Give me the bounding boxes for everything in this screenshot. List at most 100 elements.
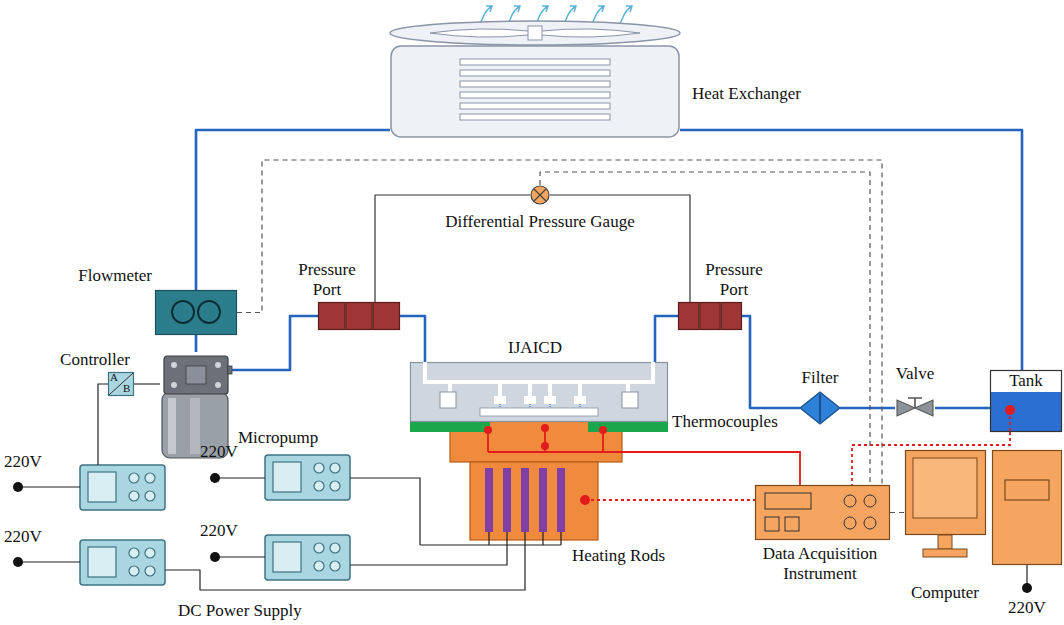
flowmeter-part <box>198 301 220 323</box>
power-supply-face <box>129 491 139 501</box>
valve-symbol: Valve <box>895 396 935 420</box>
micropump-part <box>168 398 176 454</box>
power-supply-face <box>145 566 155 576</box>
coolant-pipe <box>400 316 425 362</box>
flowmeter-part <box>172 301 194 323</box>
power-supply-face <box>314 561 324 571</box>
data-acquisition-part <box>765 517 779 531</box>
cooling-fan <box>390 21 680 45</box>
heat-exchanger: Heat Exchanger <box>390 45 680 138</box>
mains-terminal <box>13 557 23 567</box>
thermocouple-wire-dotted <box>585 499 755 501</box>
component-label: Controller <box>50 350 140 370</box>
cooling-device-part <box>494 396 506 404</box>
thermocouple-junction <box>484 426 492 434</box>
data-acquisition-part <box>864 495 876 507</box>
cooling-device-part <box>440 392 456 408</box>
thermocouple-junction <box>580 495 590 505</box>
flowmeter-shape <box>155 290 237 335</box>
heater-wire <box>350 545 507 565</box>
power-supply-face <box>145 548 155 558</box>
tank-part <box>991 371 1062 432</box>
pressure-port-part <box>346 303 372 330</box>
coolant-pipe <box>840 407 895 410</box>
signal-line <box>237 160 882 485</box>
dc-power-supply <box>80 455 350 585</box>
mains-terminal <box>13 482 23 492</box>
data-acquisition: Data Acquisition Instrument <box>755 485 890 540</box>
heating-rod <box>539 468 547 532</box>
component-label: Pressure Port <box>290 260 364 299</box>
data-acquisition-part <box>844 495 856 507</box>
micropump-part <box>215 362 221 368</box>
computer-part <box>1005 480 1049 500</box>
thermocouple-junction <box>541 442 549 450</box>
coolant-pipe <box>232 316 318 370</box>
mains-wire <box>215 556 265 557</box>
component-label: Filter <box>785 368 855 388</box>
cooling-fan <box>528 26 542 40</box>
pressure-line <box>375 195 530 302</box>
heat-exchanger-part <box>460 114 610 120</box>
power-supply-face <box>330 481 340 491</box>
voltage-label: 220V <box>4 527 42 547</box>
voltage-label: 220V <box>1008 598 1046 618</box>
filter-symbol-part <box>800 392 840 424</box>
data-acquisition-shape <box>755 485 890 540</box>
heating-rod <box>485 468 493 532</box>
cooling-device-part <box>544 396 556 404</box>
mains-wire <box>18 486 80 487</box>
heating-rod-label: Heating Rods <box>572 546 665 566</box>
power-supply-face <box>88 462 340 577</box>
heater-wire <box>489 532 561 545</box>
signal-line <box>890 512 905 513</box>
dc-power-supply <box>265 535 350 580</box>
component-label: Data Acquisition Instrument <box>745 544 895 583</box>
heater-wire <box>165 545 525 590</box>
coolant-pipe <box>655 316 678 362</box>
pressure-port-part <box>319 303 345 330</box>
coolant-pipe <box>195 335 198 352</box>
filter-symbol-part <box>819 394 820 422</box>
cooling-device-part <box>574 396 586 404</box>
component-label: Computer <box>900 583 990 603</box>
power-supply-face <box>145 473 155 483</box>
valve-symbol-shape <box>895 396 935 420</box>
heat-exchanger-part <box>460 103 610 109</box>
thermocouple-label: Thermocouples <box>672 412 778 432</box>
cooling-device-part <box>524 396 536 404</box>
pressure-port-shape <box>678 302 742 330</box>
cooling-device-part <box>480 408 598 416</box>
power-supply-face <box>273 462 301 492</box>
computer-part <box>938 535 952 549</box>
pressure-gauge-part <box>531 186 549 204</box>
pressure-line <box>134 383 160 384</box>
heater-wire <box>420 544 561 545</box>
cooling-device-part <box>500 404 580 408</box>
voltage-label: 220V <box>200 442 238 462</box>
mains-wire <box>18 561 80 562</box>
component-label: Tank <box>990 371 1062 391</box>
mains-terminal <box>210 552 220 562</box>
data-acquisition-part <box>844 517 856 529</box>
pressure-port-part <box>679 303 699 330</box>
power-supply-face <box>314 543 324 553</box>
micropump-part <box>164 356 228 394</box>
flowmeter-part <box>156 291 237 335</box>
power-supply-face <box>88 547 116 577</box>
thermocouple-junction <box>599 426 607 434</box>
cooling-device-part <box>622 392 638 408</box>
power-supply-face <box>129 473 139 483</box>
micropump-part <box>190 398 200 454</box>
power-supply-face <box>330 561 340 571</box>
thermocouple-wire <box>488 428 800 485</box>
component-label: Valve <box>880 364 950 384</box>
heat-exchanger-part <box>460 59 610 65</box>
heat-exchanger-part <box>460 81 610 87</box>
pressure-port-part <box>373 303 399 330</box>
mains-wire <box>215 477 265 478</box>
power-supply-face <box>314 463 324 473</box>
voltage-label: 220V <box>200 521 238 541</box>
data-acquisition-part <box>765 493 811 509</box>
